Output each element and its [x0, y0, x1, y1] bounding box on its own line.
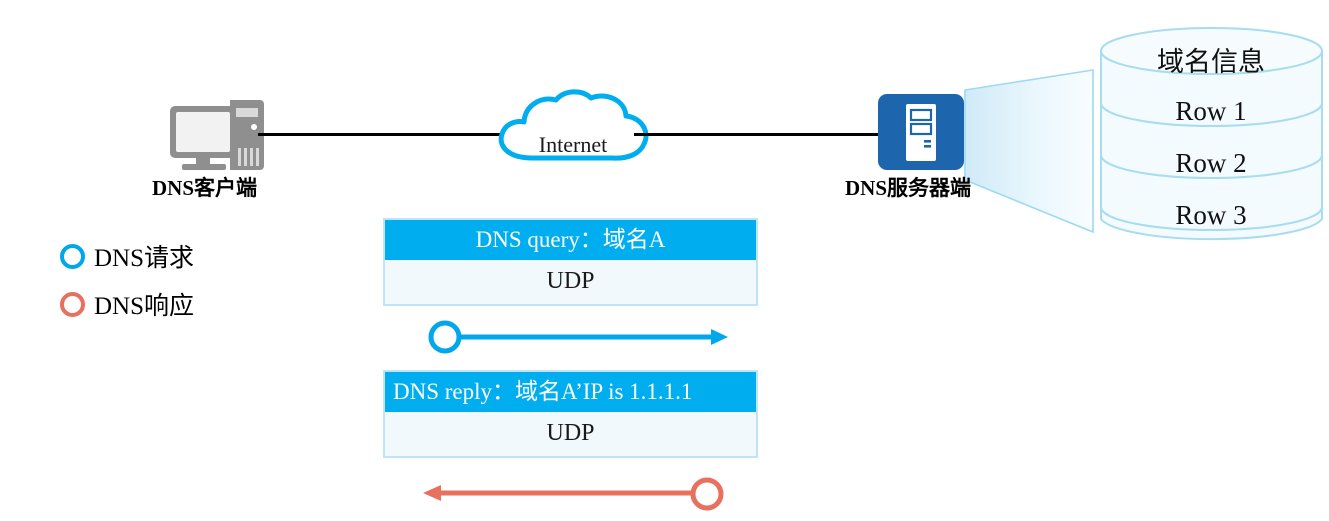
- database-cylinder-icon: 域名信息 Row 1 Row 2 Row 3: [1100, 27, 1323, 241]
- dns-query-packet-header: DNS query：域名A: [385, 220, 756, 260]
- dns-query-packet-protocol: UDP: [385, 260, 756, 304]
- dns-reply-packet-protocol: UDP: [385, 412, 756, 456]
- circle-outline-icon: [60, 243, 85, 269]
- dns-server-node: [878, 94, 964, 170]
- circle-outline-icon: [60, 291, 85, 317]
- dns-reply-packet: DNS reply：域名A’IP is 1.1.1.1 UDP: [383, 370, 758, 458]
- reply-arrow: [415, 472, 725, 516]
- database-row-2: Row 2: [1175, 148, 1246, 178]
- link-client-to-cloud: [258, 133, 520, 136]
- legend-label-dns-response: DNS响应: [94, 293, 195, 320]
- query-arrow: [425, 316, 735, 358]
- dns-server-label: DNS服务器端: [845, 176, 972, 200]
- internet-cloud-node: [492, 88, 654, 168]
- database-row-1: Row 1: [1175, 96, 1246, 126]
- legend-label-dns-request: DNS请求: [94, 245, 195, 272]
- cloud-icon: [498, 89, 649, 161]
- dns-client-node: [168, 96, 280, 174]
- server-to-database-funnel: [963, 68, 1103, 234]
- dns-reply-packet-header: DNS reply：域名A’IP is 1.1.1.1: [385, 372, 756, 412]
- domain-database: 域名信息 Row 1 Row 2 Row 3: [1094, 26, 1329, 248]
- legend-item-dns-response: DNS响应: [60, 286, 194, 322]
- legend: DNS请求 DNS响应: [60, 238, 194, 322]
- internet-label: Internet: [538, 132, 608, 157]
- server-icon: [878, 94, 964, 170]
- database-header: 域名信息: [1157, 47, 1265, 77]
- dns-query-packet: DNS query：域名A UDP: [383, 218, 758, 306]
- dns-client-label: DNS客户端: [152, 176, 258, 200]
- desktop-computer-icon: [170, 100, 264, 170]
- database-row-3: Row 3: [1175, 200, 1246, 230]
- link-cloud-to-server: [634, 133, 882, 136]
- legend-item-dns-request: DNS请求: [60, 238, 194, 274]
